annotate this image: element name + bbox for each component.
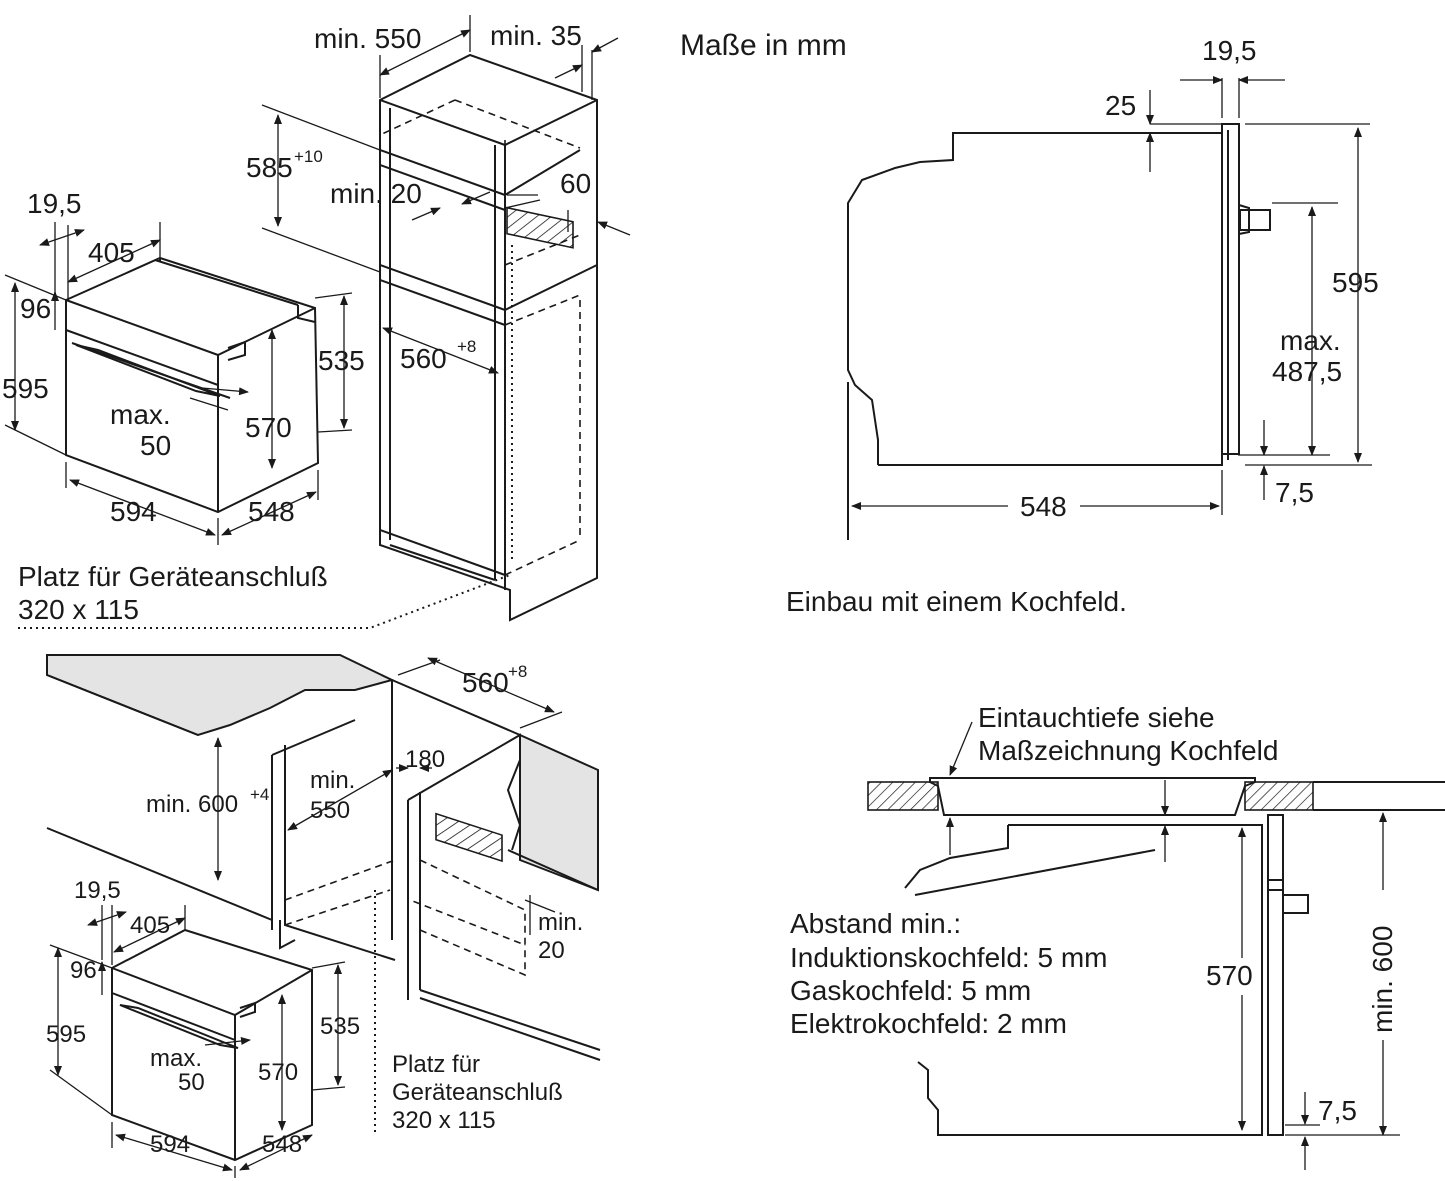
dimension-label: Induktionskochfeld: 5 mm [790,942,1108,973]
dimension-label: Abstand min.: [790,908,961,939]
units-title: Maße in mm [680,29,847,62]
dimension-label: 595 [2,373,49,404]
dimension-label: min. 35 [490,20,582,51]
dimension-label: 180 [405,746,445,773]
dimension-label: 560 [400,343,447,374]
dimension-label: Platz für [392,1051,480,1078]
dimension-label: Elektrokochfeld: 2 mm [790,1008,1067,1039]
dimension-label: 570 [245,412,292,443]
dimension-label: 570 [1206,960,1253,991]
dimension-label: 594 [150,1131,190,1158]
dimension-label: 7,5 [1275,477,1314,508]
dimension-label: 7,5 [1318,1095,1357,1126]
dimension-label: +8 [508,662,527,681]
dimension-label: 535 [318,345,365,376]
hob-section-dimensions: Eintauchtiefe siehe Maßzeichnung Kochfel… [946,702,1400,1170]
dimension-label: 320 x 115 [392,1107,496,1134]
dimension-label: max. [1280,325,1341,356]
dimension-label: +4 [250,785,269,804]
dimension-label: 548 [1020,491,1067,522]
dimension-label: 548 [248,496,295,527]
dimension-label: min. [538,909,583,936]
dimension-label: Maßzeichnung Kochfeld [978,735,1278,766]
dimension-label: 19,5 [27,188,82,219]
dimension-label: 25 [1105,90,1136,121]
dimension-label: min. 20 [330,178,422,209]
dimension-label: 585 [246,152,293,183]
dimension-label: 570 [258,1059,298,1086]
dimension-label: 405 [88,237,135,268]
dimension-label: 96 [20,293,51,324]
dimension-label: 60 [560,168,591,199]
tall-cabinet [379,53,598,622]
dimension-label: 594 [110,496,157,527]
dimension-label: 548 [262,1131,302,1158]
dimension-label: 19,5 [74,877,121,904]
dimension-label: max. [150,1045,202,1072]
dimension-label: 405 [130,912,170,939]
dimension-label: 550 [310,797,350,824]
dimension-label: 487,5 [1272,356,1342,387]
dimension-label: 595 [46,1021,86,1048]
dimension-label: min. 550 [314,23,421,54]
oven-iso-top-dimensions: 19,5 405 595 96 max. 50 570 535 594 548 [2,188,365,545]
hob-section [867,777,1445,1136]
tall-cabinet-dimensions: min. 550 min. 35 585 +10 min. 20 60 560 … [246,15,631,374]
dimension-label: Geräteanschluß [392,1079,563,1106]
dimension-label: Eintauchtiefe siehe [978,702,1215,733]
oven-side-view [847,123,1271,540]
worktop-installation [46,654,601,1135]
connection-note-bottom: Platz für Geräteanschluß 320 x 115 [392,1051,563,1134]
dimension-label: max. [110,399,171,430]
distance-note: Abstand min.: Induktionskochfeld: 5 mm G… [790,908,1108,1039]
dimension-label: 19,5 [1202,35,1257,66]
dimension-label: 560 [462,667,509,698]
dimension-label: 320 x 115 [18,594,139,625]
dimension-label: 20 [538,937,565,964]
dimension-label: Platz für Geräteanschluß [18,561,328,592]
oven-iso-bottom-dimensions: 19,5 405 595 96 max. 50 570 535 594 548 [46,877,360,1178]
dimension-label: 535 [320,1013,360,1040]
oven-iso-top [65,256,320,514]
dimension-label: +10 [294,147,323,166]
oven-side-dimensions: 19,5 25 595 max. 487,5 7,5 548 [851,35,1379,522]
dimension-label: 96 [70,957,97,984]
dimension-label: 595 [1332,267,1379,298]
dimension-label: min. 600 [1367,926,1398,1033]
connection-note-top: Platz für Geräteanschluß 320 x 115 [18,561,511,629]
caption-hob: Einbau mit einem Kochfeld. [786,586,1127,617]
dimension-label: Gaskochfeld: 5 mm [790,975,1031,1006]
dimension-label: 50 [140,430,171,461]
worktop-dimensions: 560 +8 min. 600 +4 min. 550 180 min. 20 [146,657,583,964]
dimension-label: +8 [457,337,476,356]
dimension-label: min. [310,767,355,794]
dimension-label: 50 [178,1069,205,1096]
dimension-label: min. 600 [146,791,238,818]
